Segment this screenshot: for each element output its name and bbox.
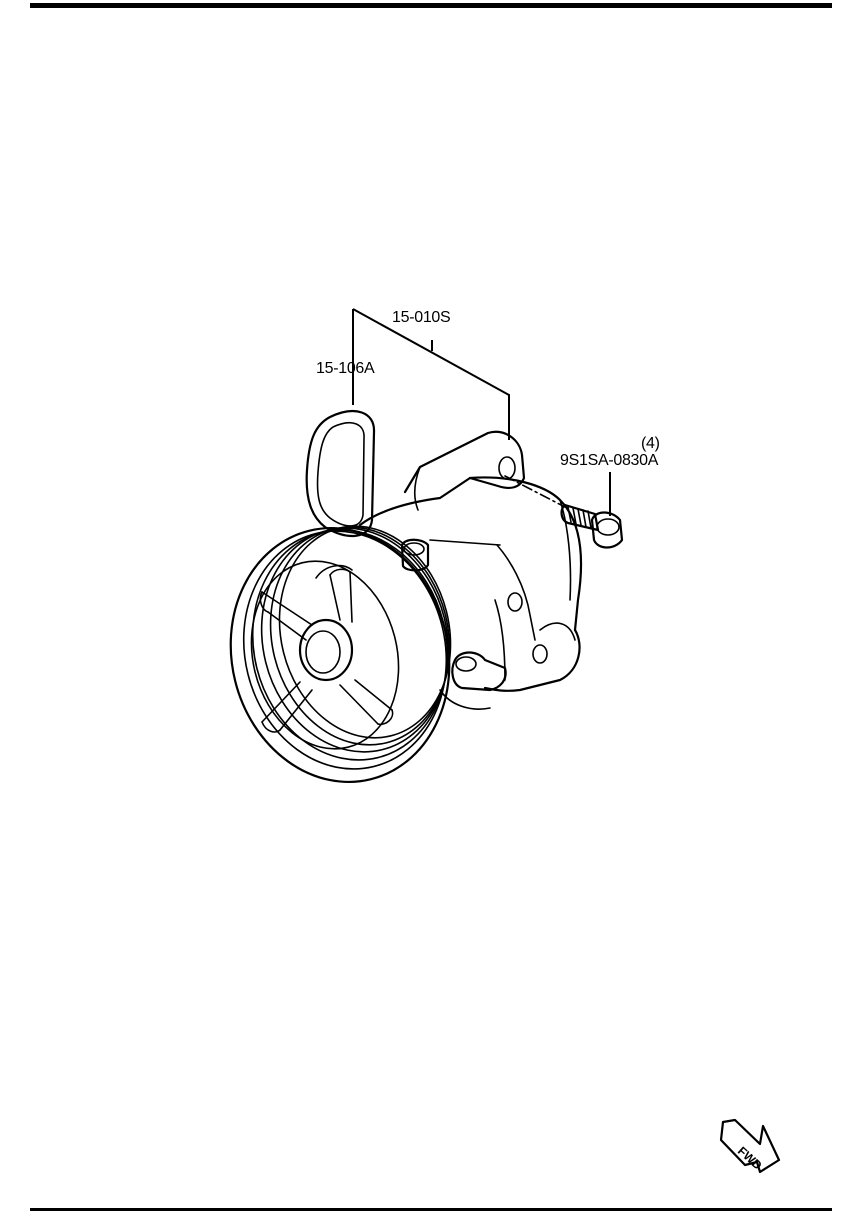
top-border-rule (30, 3, 832, 8)
callout-oring: 15-106A (316, 360, 375, 377)
fwd-arrow-icon: FWD (719, 1118, 781, 1174)
mounting-bolt (560, 503, 624, 549)
callout-bolt-qty: (4) (641, 435, 660, 452)
bottom-border-rule (30, 1208, 832, 1211)
callout-bolt: 9S1SA-0830A (560, 452, 659, 469)
mounting-flange (403, 430, 526, 511)
leader-lines (352, 308, 611, 516)
pump-body (358, 476, 583, 710)
oring-gasket (305, 410, 376, 538)
pulley (229, 525, 452, 784)
callout-assembly: 15-010S (392, 309, 451, 326)
